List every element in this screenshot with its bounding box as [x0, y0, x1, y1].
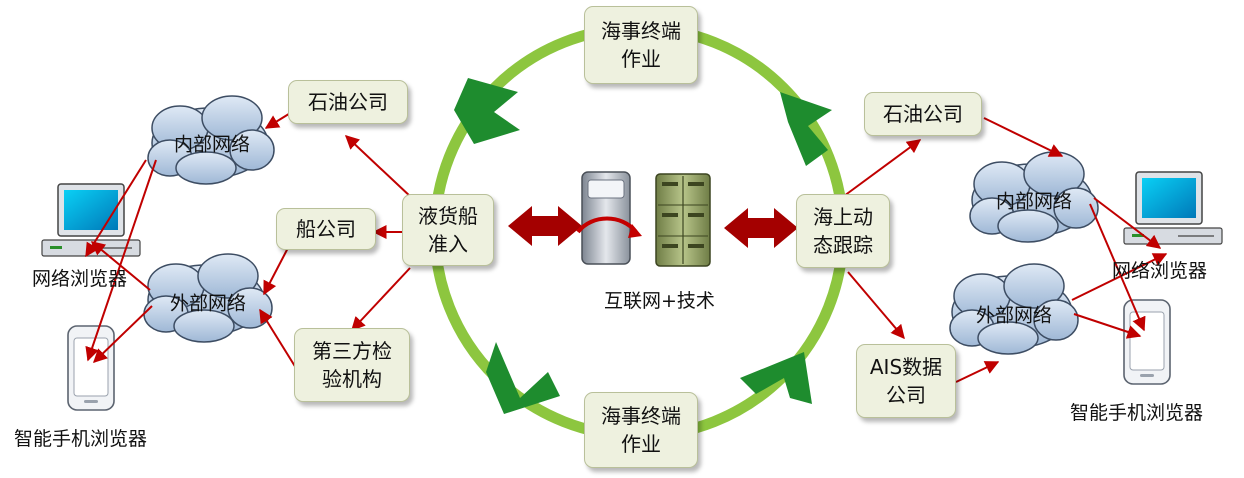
browser-label-left: 网络浏览器 [32, 268, 128, 290]
ring-chevron-top-right [780, 92, 832, 166]
arrow-intranet-to-mobile-right [1089, 203, 1146, 332]
cloud-label-extranet-left: 外部网络 [169, 292, 247, 315]
cloud-left-intranet [147, 95, 275, 185]
node-maritime-terminal-top: 海事终端 作业 [584, 6, 698, 84]
arrow-extranet-to-mobile-left [92, 305, 153, 363]
connectors-left [85, 111, 413, 369]
browser-label-right: 网络浏览器 [1112, 260, 1208, 282]
arrow-tanker-to-inspection [351, 267, 411, 332]
arrow-intranet-to-browser-left [85, 159, 147, 258]
mobile-label-left: 智能手机浏览器 [14, 428, 148, 450]
node-oil-company-right: 石油公司 [864, 92, 982, 136]
mobile-label-right: 智能手机浏览器 [1070, 402, 1204, 424]
node-dynamic-tracking: 海上动 态跟踪 [796, 194, 890, 268]
arrow-ais-to-extranet-right [955, 361, 1000, 383]
arrow-intranet-to-browser-right [1093, 197, 1162, 249]
smartphone-icon-right [1123, 299, 1171, 385]
arrow-extranet-to-mobile-right [1073, 313, 1142, 339]
arrow-oil-to-intranet-left [264, 111, 293, 129]
node-third-party-inspection: 第三方检 验机构 [294, 328, 410, 402]
arrow-tracking-to-ais [847, 271, 905, 340]
ring-chevron-bottom-right [740, 352, 812, 404]
arrow-ship-to-extranet-left [263, 243, 291, 296]
node-tanker-access: 液货船 准入 [402, 194, 494, 266]
smartphone-icon-left [67, 325, 115, 411]
double-arrow-right [724, 208, 798, 248]
ring-chevron-bottom-left [486, 342, 560, 414]
arrow-inspection-to-extranet-left [259, 308, 297, 369]
double-arrow-left [508, 206, 582, 246]
cloud-right-intranet [969, 151, 1099, 243]
connectors-right [843, 117, 1168, 383]
arrow-tanker-to-oil-left [344, 135, 413, 199]
cloud-right-extranet [949, 263, 1079, 355]
cloud-label-intranet-right: 内部网络 [995, 190, 1073, 213]
arrow-intranet-to-mobile-left [85, 159, 157, 362]
cloud-label-intranet-left: 内部网络 [173, 133, 251, 156]
server-rack-icon [655, 173, 711, 267]
ring-chevron-top-left [454, 78, 520, 144]
arrow-tracking-to-oil-right [843, 139, 922, 197]
node-ship-company: 船公司 [276, 208, 376, 250]
cloud-label-extranet-right: 外部网络 [975, 304, 1053, 327]
arrow-extranet-to-browser-right [1071, 253, 1168, 301]
arrow-extranet-to-browser-left [90, 241, 151, 291]
node-ais-data-company: AIS数据 公司 [856, 344, 956, 418]
cloud-left-extranet [143, 253, 273, 343]
node-oil-company-left: 石油公司 [288, 80, 408, 124]
server-icon [576, 171, 642, 265]
node-maritime-terminal-bottom: 海事终端 作业 [584, 392, 698, 468]
computer-icon-right [1123, 171, 1223, 245]
arrow-oil-to-intranet-right [983, 117, 1064, 157]
center-label: 互联网+技术 [604, 290, 715, 312]
